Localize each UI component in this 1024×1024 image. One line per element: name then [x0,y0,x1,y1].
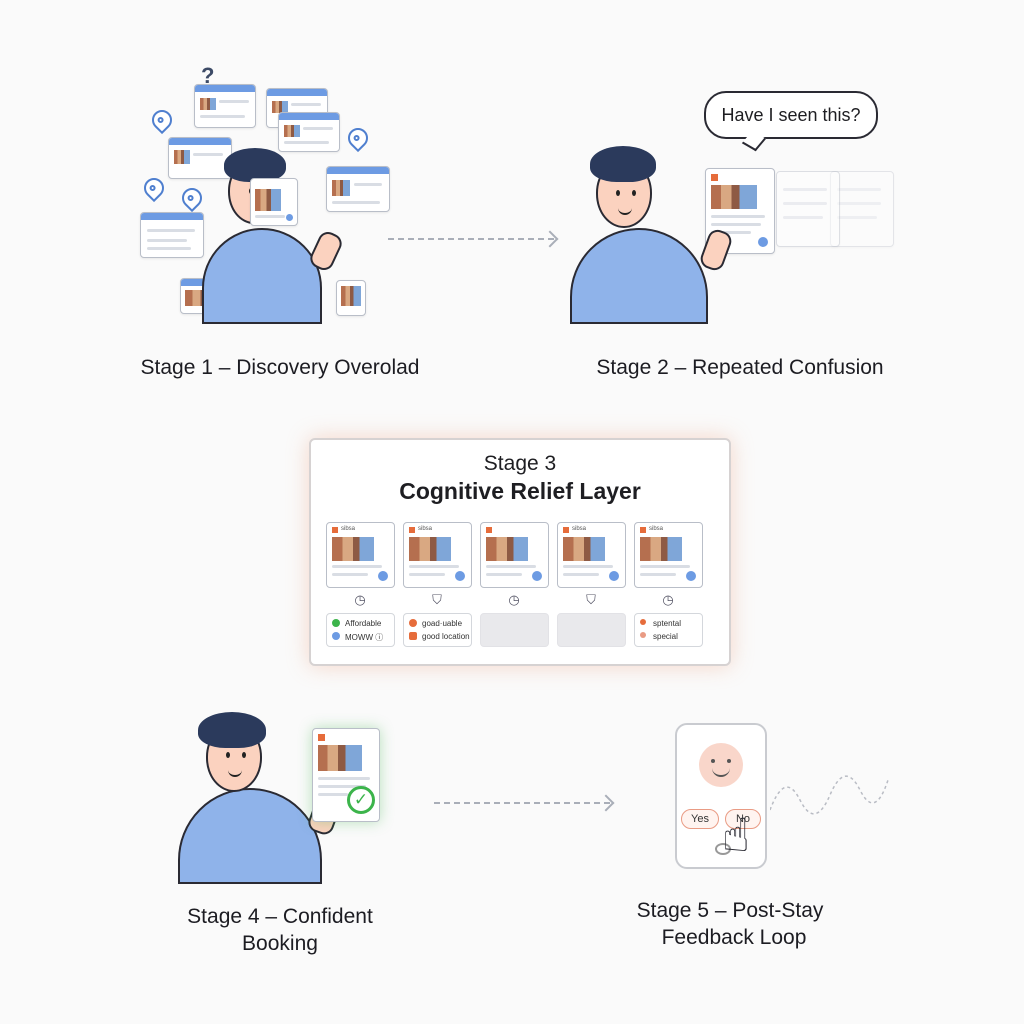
stage-4-label-line1: Stage 4 – Confident [187,905,373,928]
tag-text: sptental [653,619,682,628]
hand-icon: ☝ [722,809,751,861]
yes-button[interactable]: Yes [681,809,719,829]
tag-box-empty [480,613,549,647]
location-pin-icon [177,183,207,213]
booking-card [312,728,380,822]
stage-4-label-line2: Booking [242,932,318,955]
stage-5-label-line1: Stage 5 – Post-Stay [636,899,824,922]
tag-text: Affordable [345,619,382,628]
listing-card: sibsa [557,522,626,588]
tag-text: special [653,632,678,641]
listing-window [336,280,366,316]
tag-text: MOWW ⓘ [345,633,384,642]
tag-box: goad·uable good location [403,613,472,647]
check-icon: ✓ [347,786,375,814]
card-title: sibsa [572,526,587,532]
card-title: sibsa [341,526,356,532]
panel-title-line1: Stage 3 [483,452,557,475]
listing-card-faded [830,171,894,247]
feedback-wave [770,775,889,815]
tag-text: good location [422,632,470,641]
card-title: sibsa [649,526,664,532]
flow-arrow [388,238,554,240]
tag-box: Affordable MOWW ⓘ [326,613,395,647]
tag-box: sptental special [634,613,703,647]
listing-card: sibsa [634,522,703,588]
listing-card [480,522,549,588]
tag-box-empty [557,613,626,647]
location-pin-icon [139,173,169,203]
listing-card: sibsa [403,522,472,588]
stage-5-label-line2: Feedback Loop [661,926,807,949]
listing-card-held [250,178,298,226]
location-pin-icon [343,123,373,153]
listing-card-faded [776,171,840,247]
listing-window [168,137,232,179]
smiley-icon [699,743,743,787]
flow-arrow [434,802,610,804]
listing-window [278,112,340,152]
clock-icon: ◷ [662,592,674,607]
listing-window [140,212,204,258]
thought-bubble: Have I seen this? [704,91,878,139]
stage-2-label: Stage 2 – Repeated Confusion [596,356,884,379]
stage-1-label: Stage 1 – Discovery Overolad [140,356,420,379]
no-button[interactable]: No [725,809,761,829]
question-mark-icon: ? [201,63,215,88]
listing-window [326,166,390,212]
listing-window [194,84,256,128]
bookmark-icon: ⛉ [432,592,442,607]
location-pin-icon [147,105,177,135]
panel-title-line2: Cognitive Relief Layer [399,478,641,504]
listing-card [705,168,775,254]
tag-text: goad·uable [422,619,463,628]
phone-feedback: Yes No [675,723,767,869]
bookmark-icon: ⛉ [586,592,596,607]
listing-card: sibsa [326,522,395,588]
clock-icon: ◷ [354,592,366,607]
clock-icon: ◷ [508,592,520,607]
card-title: sibsa [418,526,433,532]
